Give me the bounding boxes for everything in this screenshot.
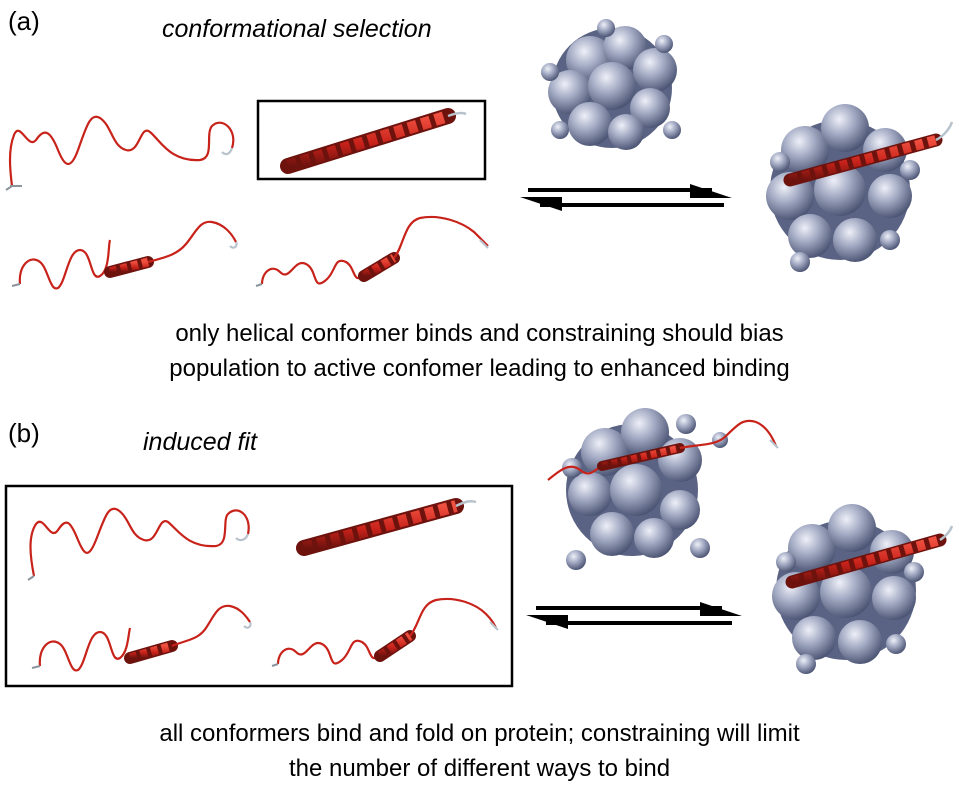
helical-conformer-frame xyxy=(256,99,487,181)
panel-b-caption: all conformers bind and fold on protein;… xyxy=(0,716,959,786)
panel-b-title: induced fit xyxy=(143,428,257,456)
coil-conformer-1 xyxy=(5,115,235,191)
panel-a-title: conformational selection xyxy=(162,15,432,43)
panel-a-caption-line-1: only helical conformer binds and constra… xyxy=(175,320,784,347)
protein-helix-complex-b xyxy=(772,504,954,674)
partial-helix-conformer-b2 xyxy=(271,597,499,667)
panel-b-caption-line-1: all conformers bind and fold on protein;… xyxy=(159,720,800,747)
panel-b xyxy=(4,408,954,688)
partial-helix-conformer-2 xyxy=(255,215,489,287)
protein-encounter-complex-b xyxy=(547,408,779,570)
protein-helix-complex-a xyxy=(766,104,954,272)
panel-b-label: (b) xyxy=(8,418,40,448)
protein-surface-a xyxy=(541,19,681,150)
helical-conformer-b xyxy=(296,498,477,556)
panel-b-caption-line-2: the number of different ways to bind xyxy=(288,755,671,782)
helical-conformer xyxy=(280,108,467,174)
equilibrium-arrows-b xyxy=(526,602,742,629)
partial-helix-conformer-1 xyxy=(11,220,238,290)
coil-conformer-b xyxy=(27,507,250,581)
panel-a-caption-line-2: population to active confomer leading to… xyxy=(169,355,790,382)
panel-a-label: (a) xyxy=(8,6,40,36)
panel-a-caption: only helical conformer binds and constra… xyxy=(0,316,959,386)
conformer-ensemble-frame xyxy=(4,484,514,688)
equilibrium-arrows-a xyxy=(520,184,732,211)
partial-helix-conformer-b1 xyxy=(31,604,252,672)
panel-a xyxy=(5,19,954,290)
